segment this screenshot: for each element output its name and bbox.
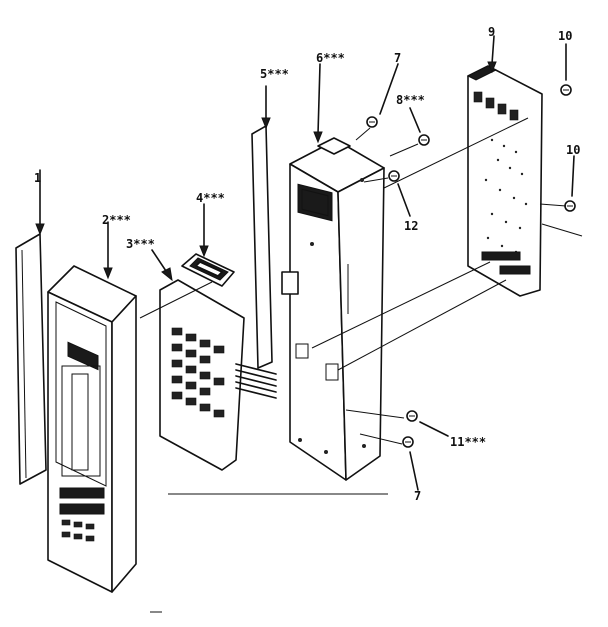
callout-3: 3*** — [126, 237, 155, 251]
callout-12: 12 — [404, 219, 418, 233]
part-1-trim-strip — [15, 169, 47, 485]
callout-8: 8*** — [396, 93, 425, 107]
assembly-lines — [139, 117, 583, 613]
callout-11: 11*** — [450, 435, 486, 449]
callout-1: 1 — [34, 171, 41, 185]
callout-9: 9 — [488, 25, 495, 39]
part-3-keypad-membrane — [151, 249, 277, 471]
screw-7-top — [366, 63, 399, 128]
callout-6: 6*** — [316, 51, 345, 65]
part-5-strip — [251, 85, 273, 369]
callout-7-top: 7 — [394, 51, 401, 65]
screw-8 — [409, 107, 430, 146]
screw-11 — [406, 410, 449, 437]
callout-5: 5*** — [260, 67, 289, 81]
callout-2: 2*** — [102, 213, 131, 227]
callout-labels: 1 2*** 3*** 4*** 5*** 6*** 7 8*** 9 10 1… — [34, 25, 580, 503]
part-9-circuit-board — [466, 35, 543, 297]
screw-10-side — [564, 155, 576, 212]
part-2-control-panel-housing — [47, 221, 137, 593]
callout-10-side: 10 — [566, 143, 580, 157]
callout-7-bottom: 7 — [414, 489, 421, 503]
callout-4: 4*** — [196, 191, 225, 205]
screw-10-top — [560, 43, 572, 96]
screw-12 — [388, 170, 411, 217]
part-4-gasket — [181, 203, 235, 287]
callout-10-top: 10 — [558, 29, 572, 43]
screw-7-bottom — [402, 436, 419, 491]
